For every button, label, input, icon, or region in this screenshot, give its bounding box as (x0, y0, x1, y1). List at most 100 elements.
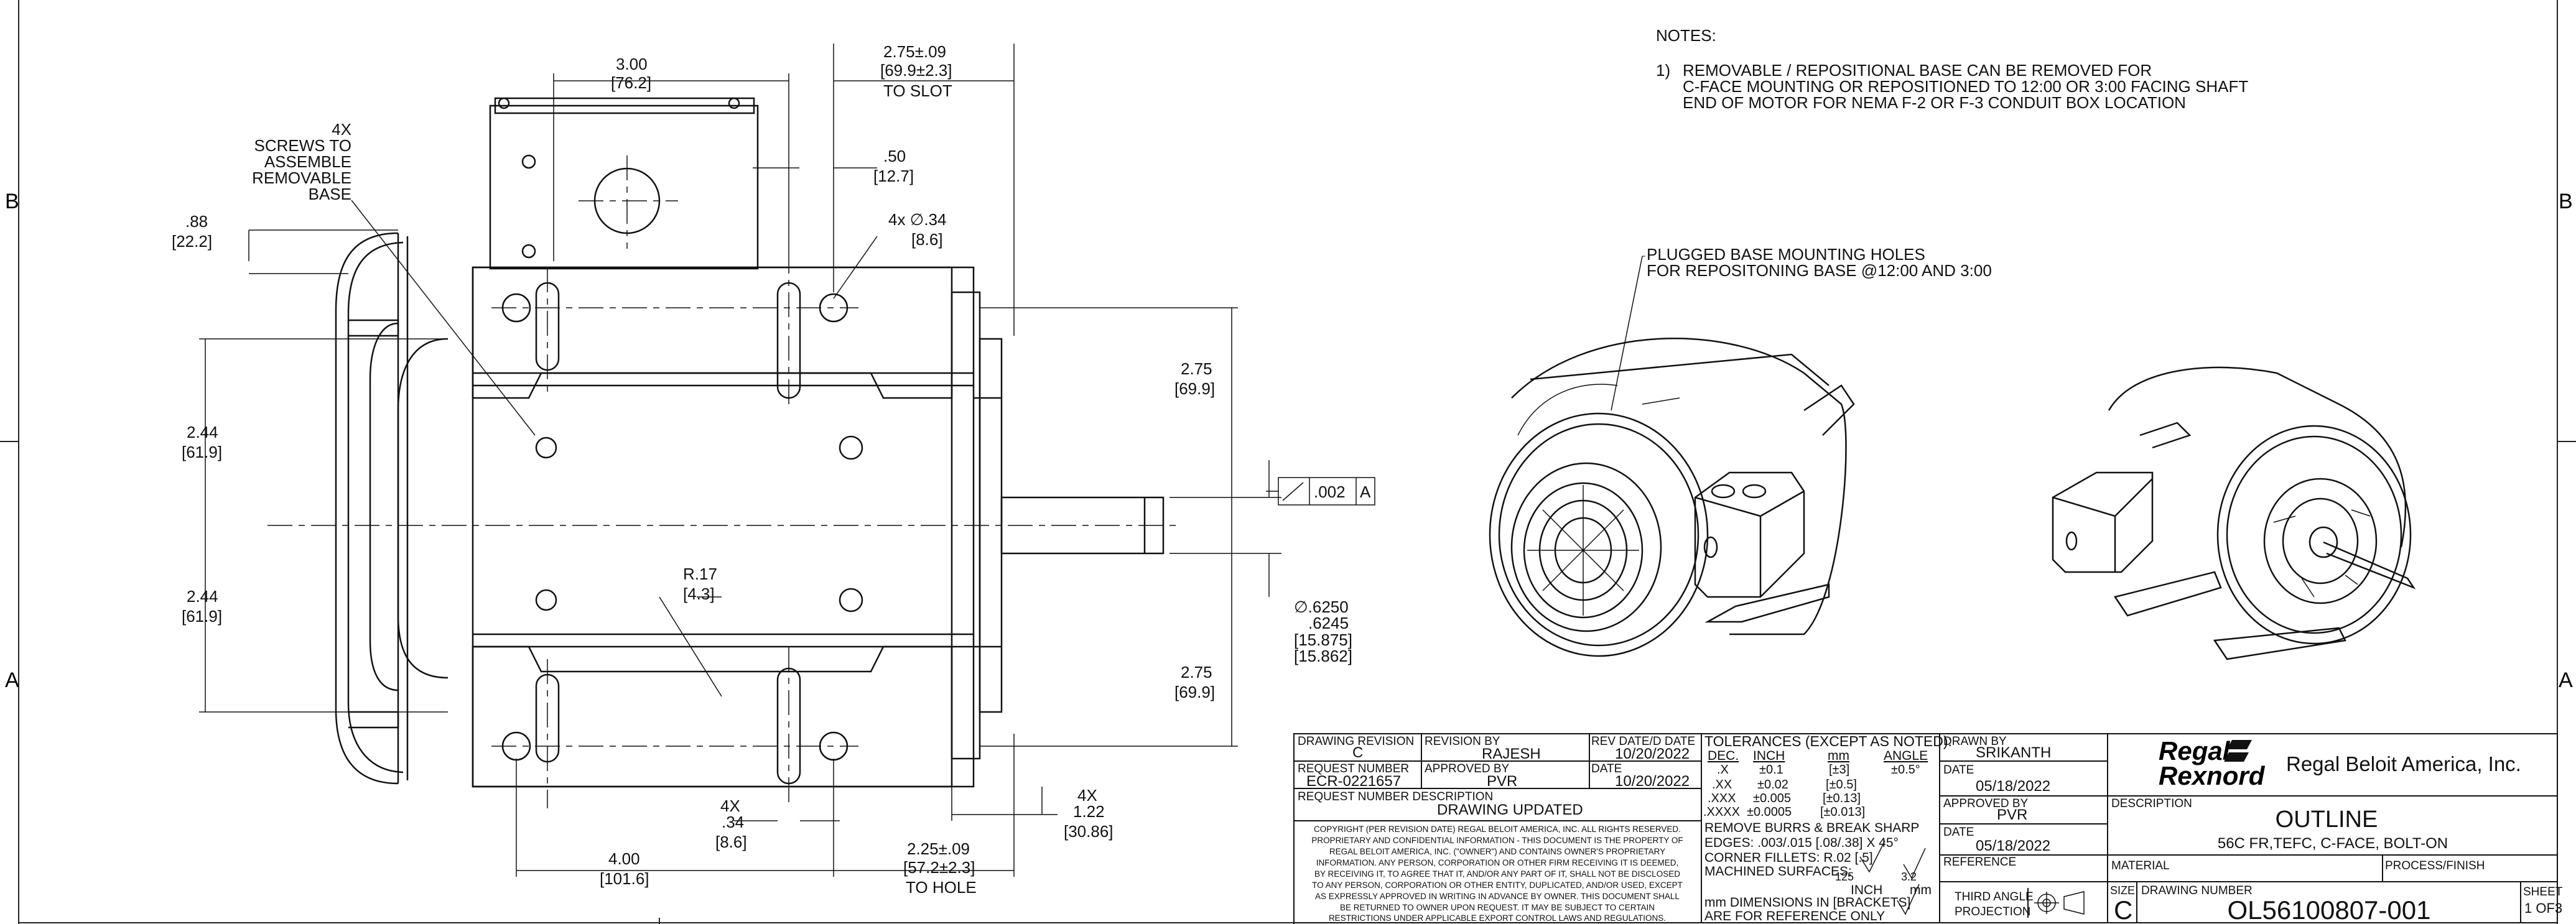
tolerance-value: .002 (1314, 483, 1346, 501)
motor-iso-view-fan-end (1489, 338, 1855, 657)
tol-row-3-mm: [±0.13] (1823, 792, 1861, 805)
screws-callout-line4: REMOVABLE (252, 169, 351, 187)
note-1-number: 1) (1656, 61, 1670, 80)
rev-date-value: 10/20/2022 (1615, 746, 1690, 762)
finish-mm-value: 3.2 (1901, 871, 1917, 883)
copyright-line-6: TO ANY PERSON, CORPORATION OR OTHER ENTI… (1312, 880, 1683, 890)
dim-2-25-hole-mm: [57.2±2.3] (903, 858, 975, 877)
plugged-holes-callout: PLUGGED BASE MOUNTING HOLES FOR REPOSITO… (1642, 245, 1992, 280)
dim-2-75-upper: 2.75 (1181, 359, 1212, 378)
size-value: C (2114, 895, 2132, 924)
request-desc-value: DRAWING UPDATED (1437, 802, 1583, 818)
request-number-value: ECR-0221657 (1306, 773, 1401, 790)
drawing-revision-label: DRAWING REVISION (1298, 735, 1414, 748)
third-angle-projection-icon (2034, 891, 2085, 915)
date2-label: DATE (1943, 764, 1974, 777)
rev-date-label: REV DATE/D DATE (1591, 735, 1695, 748)
notes-block: NOTES: 1) REMOVABLE / REPOSITIONAL BASE … (1656, 26, 2248, 112)
title-block-text: DRAWING REVISION C REVISION BY RAJESH RE… (1298, 733, 2563, 924)
tol-header-mm: mm (1828, 749, 1849, 763)
dim-4x-034-bottom-b: .34 (722, 813, 744, 831)
reference-label: REFERENCE (1943, 856, 2016, 869)
projection-label-a: THIRD ANGLE (1955, 890, 2034, 903)
tol-row-2-dec: .XX (1712, 778, 1732, 792)
date-label: DATE (1591, 762, 1622, 775)
dimension-texts: 3.00 [76.2] 2.75±.09 [69.9±2.3] TO SLOT … (172, 42, 1371, 897)
tol-row-1-inch: ±0.1 (1759, 763, 1783, 777)
tolerances-label: TOLERANCES (EXCEPT AS NOTED): (1704, 733, 1952, 749)
tol-row-1-mm: [±3] (1829, 763, 1849, 777)
drawn-by-value: SRIKANTH (1976, 744, 2051, 761)
surface-finish-icon (1859, 840, 1926, 915)
dim-to-slot: TO SLOT (883, 81, 952, 100)
dim-2-75-upper-mm: [69.9] (1174, 379, 1215, 398)
tol-row-2-mm: [±0.5] (1826, 778, 1857, 792)
material-label: MATERIAL (2111, 859, 2170, 872)
request-number-label: REQUEST NUMBER (1298, 762, 1409, 775)
dim-2-75-lower: 2.75 (1181, 663, 1212, 681)
tolerance-datum: A (1360, 483, 1371, 501)
drawing-revision-value: C (1352, 744, 1363, 761)
copyright-line-2: PROPRIETARY AND CONFIDENTIAL INFORMATION… (1311, 836, 1683, 845)
dim-to-hole: TO HOLE (906, 878, 977, 897)
dim-0-88: .88 (185, 212, 208, 231)
dim-4x-1-22-b: 1.22 (1073, 802, 1105, 821)
tol-header-dec: DEC. (1708, 749, 1739, 763)
finish-inch-value: 125 (1835, 871, 1854, 883)
dim-2-44-lower-mm: [61.9] (182, 607, 222, 626)
copyright-line-3: REGAL BELOIT AMERICA, INC. ("OWNER") AND… (1329, 847, 1665, 856)
dim-4-00-mm: [101.6] (600, 869, 649, 888)
approved-by-label: APPROVED BY (1425, 762, 1510, 775)
finish-units-inch: INCH (1851, 883, 1882, 897)
date2-value: 05/18/2022 (1976, 778, 2050, 795)
machined-surfaces-text: MACHINED SURFACES: (1704, 864, 1852, 879)
approved-by2-value: PVR (1997, 806, 2027, 823)
approved-by2-label: APPROVED BY (1943, 797, 2029, 810)
sheet-value: 1 OF3 (2524, 900, 2562, 916)
tol-row-3-dec: .XXX (1708, 792, 1736, 805)
screws-callout-line2: SCREWS TO (254, 136, 351, 155)
zone-label-left-a: A (5, 668, 19, 692)
copyright-line-9: RESTRICTIONS UNDER APPLICABLE EXPORT CON… (1329, 913, 1666, 923)
zone-label-left-b: B (5, 190, 19, 213)
notes-heading: NOTES: (1656, 26, 1716, 45)
dim-0-50: .50 (883, 147, 906, 165)
tol-row-1-angle: ±0.5° (1891, 763, 1920, 777)
dimension-lines (199, 44, 1643, 877)
logo-regal-text: Regal (2159, 736, 2231, 765)
note-1-line3: END OF MOTOR FOR NEMA F-2 OR F-3 CONDUIT… (1683, 93, 2186, 112)
dim-shaft-3: [15.875] (1294, 631, 1352, 649)
edges-text: EDGES: .003/.015 [.08/.38] X 45° (1704, 836, 1899, 850)
dim-2-75-lower-mm: [69.9] (1174, 683, 1215, 701)
dim-r-17: R.17 (683, 565, 717, 583)
motor-iso-view-shaft-end (2052, 366, 2416, 660)
dim-4x-034-bottom-a: 4X (720, 797, 740, 815)
center-lines (267, 155, 1182, 808)
description-subtitle: 56C FR,TEFC, C-FACE, BOLT-ON (2218, 835, 2448, 852)
reference-only-text: ARE FOR REFERENCE ONLY (1704, 909, 1885, 923)
dim-4x-034-mm: [8.6] (911, 230, 943, 249)
sheet-label: SHEET (2523, 885, 2563, 899)
dim-0-88-mm: [22.2] (172, 232, 212, 251)
corner-fillets-text: CORNER FILLETS: R.02 [.5] (1704, 851, 1873, 865)
dim-2-75-slot: 2.75±.09 (883, 42, 946, 61)
description-title: OUTLINE (2276, 806, 2378, 833)
tol-row-4-dec: .XXXX (1703, 805, 1740, 819)
dim-2-25-hole: 2.25±.09 (907, 839, 970, 858)
tol-row-2-inch: ±0.02 (1757, 778, 1788, 792)
title-block-frame (1293, 733, 2558, 923)
dim-0-50-mm: [12.7] (873, 167, 914, 185)
copyright-line-7: AS EXPRESSLY APPROVED IN WRITING IN ADVA… (1315, 892, 1680, 901)
zone-label-right-a: A (2559, 668, 2573, 692)
dim-4x-1-22-mm: [30.86] (1064, 822, 1114, 841)
tol-row-1-dec: .X (1717, 763, 1729, 777)
copyright-line-1: COPYRIGHT (PER REVISION DATE) REGAL BELO… (1314, 825, 1681, 834)
dim-2-44-upper: 2.44 (187, 423, 218, 441)
company-name: Regal Beloit America, Inc. (2286, 752, 2521, 775)
process-finish-label: PROCESS/FINISH (2385, 859, 2485, 872)
dim-4x-034: 4x ∅.34 (888, 210, 946, 229)
drawn-by-label: DRAWN BY (1943, 735, 2007, 748)
dim-2-44-upper-mm: [61.9] (182, 443, 222, 461)
revision-by-label: REVISION BY (1425, 735, 1500, 748)
